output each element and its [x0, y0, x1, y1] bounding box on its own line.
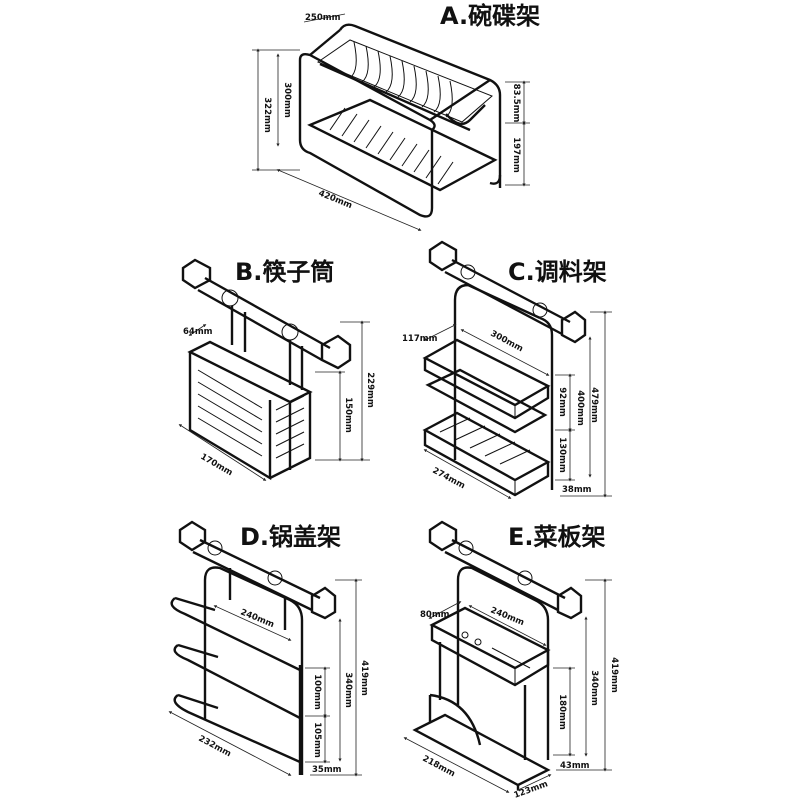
dim-c-total-height: 479mm	[589, 387, 599, 423]
panel-c-title: C.调料架	[508, 258, 607, 286]
dim-a-width: 250mm	[305, 13, 341, 23]
panel-e-dimensions: 80mm 240mm 419mm 340mm 180mm 43mm 218mm …	[403, 578, 619, 801]
dim-e-total-height: 419mm	[609, 657, 619, 693]
dim-e-bottom: 43mm	[560, 761, 590, 771]
dim-d-length: 232mm	[197, 734, 233, 760]
chopstick-holder-illustration	[181, 258, 352, 481]
panel-c-dimensions: 117mm 300mm 479mm 400mm 92mm 130mm 38mm …	[402, 310, 612, 499]
dim-d-bottom: 35mm	[312, 765, 342, 775]
panel-e-cutting-board-rack: E.菜板架	[403, 520, 619, 801]
dim-b-length: 170mm	[199, 452, 235, 478]
panel-d-title: D.锅盖架	[240, 523, 341, 551]
panel-b-dimensions: 64mm 229mm 150mm 170mm	[178, 320, 375, 481]
lid-arms	[170, 596, 301, 764]
dim-b-total-height: 229mm	[365, 372, 375, 408]
panel-b-title: B.筷子筒	[235, 258, 334, 286]
panel-a-dish-rack: A.碗碟架	[252, 2, 540, 231]
dim-d-width: 240mm	[239, 608, 276, 631]
dim-e-board: 180mm	[557, 694, 567, 730]
dim-a-length: 420mm	[317, 189, 354, 212]
shelf-floor-lines	[439, 417, 531, 465]
dish-rack-illustration	[298, 23, 502, 218]
dim-e-inner: 340mm	[589, 670, 599, 706]
dim-c-gap1: 92mm	[557, 387, 567, 417]
lower-tray-slots	[329, 107, 454, 185]
dim-d-total-height: 419mm	[359, 660, 369, 696]
panel-c-spice-rack: C.调料架	[402, 240, 612, 499]
cutting-board-rack-illustration	[412, 520, 583, 790]
dim-c-width: 300mm	[489, 329, 525, 355]
panel-e-title: E.菜板架	[508, 523, 606, 551]
dim-a-upper: 83.5mm	[511, 84, 521, 123]
dim-c-depth: 117mm	[402, 334, 438, 344]
dim-e-depth: 80mm	[420, 610, 450, 620]
panel-a-title: A.碗碟架	[440, 2, 540, 30]
dim-d-gap2: 105mm	[312, 722, 322, 758]
dim-a-lower: 197mm	[511, 137, 521, 173]
dim-c-length: 274mm	[431, 466, 467, 492]
dim-a-total-height: 322mm	[262, 97, 272, 133]
dim-c-inner: 400mm	[575, 390, 585, 426]
panel-d-lid-rack: D.锅盖架	[168, 520, 369, 777]
dim-e-base-depth: 123mm	[513, 779, 550, 800]
upper-plate-slots	[349, 41, 453, 118]
lid-rack-illustration	[170, 520, 337, 775]
dim-d-gap1: 100mm	[312, 674, 322, 710]
dim-e-width: 240mm	[489, 606, 526, 629]
dim-a-frame-height: 300mm	[282, 82, 292, 118]
dim-e-length: 218mm	[421, 754, 457, 780]
dim-b-basket-height: 150mm	[343, 397, 353, 433]
dim-d-inner: 340mm	[343, 672, 353, 708]
dim-b-depth: 64mm	[183, 327, 213, 337]
dim-c-gap2: 130mm	[557, 437, 567, 473]
dim-c-bottom: 38mm	[562, 485, 592, 495]
panel-b-chopstick-holder: B.筷子筒	[178, 258, 375, 481]
panel-d-dimensions: 240mm 419mm 340mm 100mm 105mm 35mm 232mm	[168, 578, 369, 777]
